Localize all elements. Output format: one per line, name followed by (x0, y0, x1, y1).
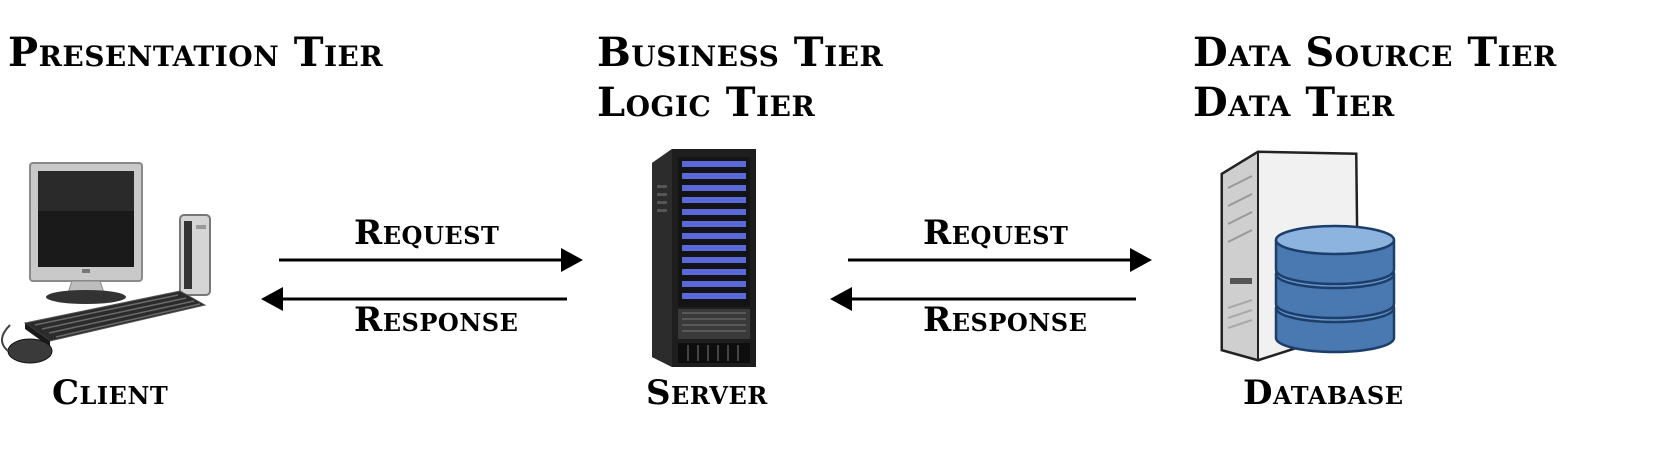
desktop-computer-icon (1, 162, 211, 364)
data-tier-heading: Data Tier (1193, 79, 1395, 126)
left-request-arrow (279, 248, 583, 272)
data-source-tier-heading: Data Source Tier (1193, 29, 1557, 76)
left-response-arrow (261, 287, 567, 311)
database-icon (1220, 150, 1396, 362)
presentation-tier-heading: Presentation Tier (8, 29, 384, 76)
database-label: Database (1243, 373, 1404, 413)
logic-tier-heading: Logic Tier (597, 79, 816, 126)
server-label: Server (646, 373, 768, 413)
right-request-arrow (848, 248, 1152, 272)
business-tier-heading: Business Tier (597, 29, 884, 76)
server-rack-icon (652, 149, 756, 367)
right-request-label: Request (923, 213, 1069, 253)
left-request-label: Request (354, 213, 500, 253)
left-response-label: Response (354, 300, 519, 340)
right-response-label: Response (923, 300, 1088, 340)
right-response-arrow (830, 287, 1136, 311)
client-label: Client (52, 373, 169, 413)
